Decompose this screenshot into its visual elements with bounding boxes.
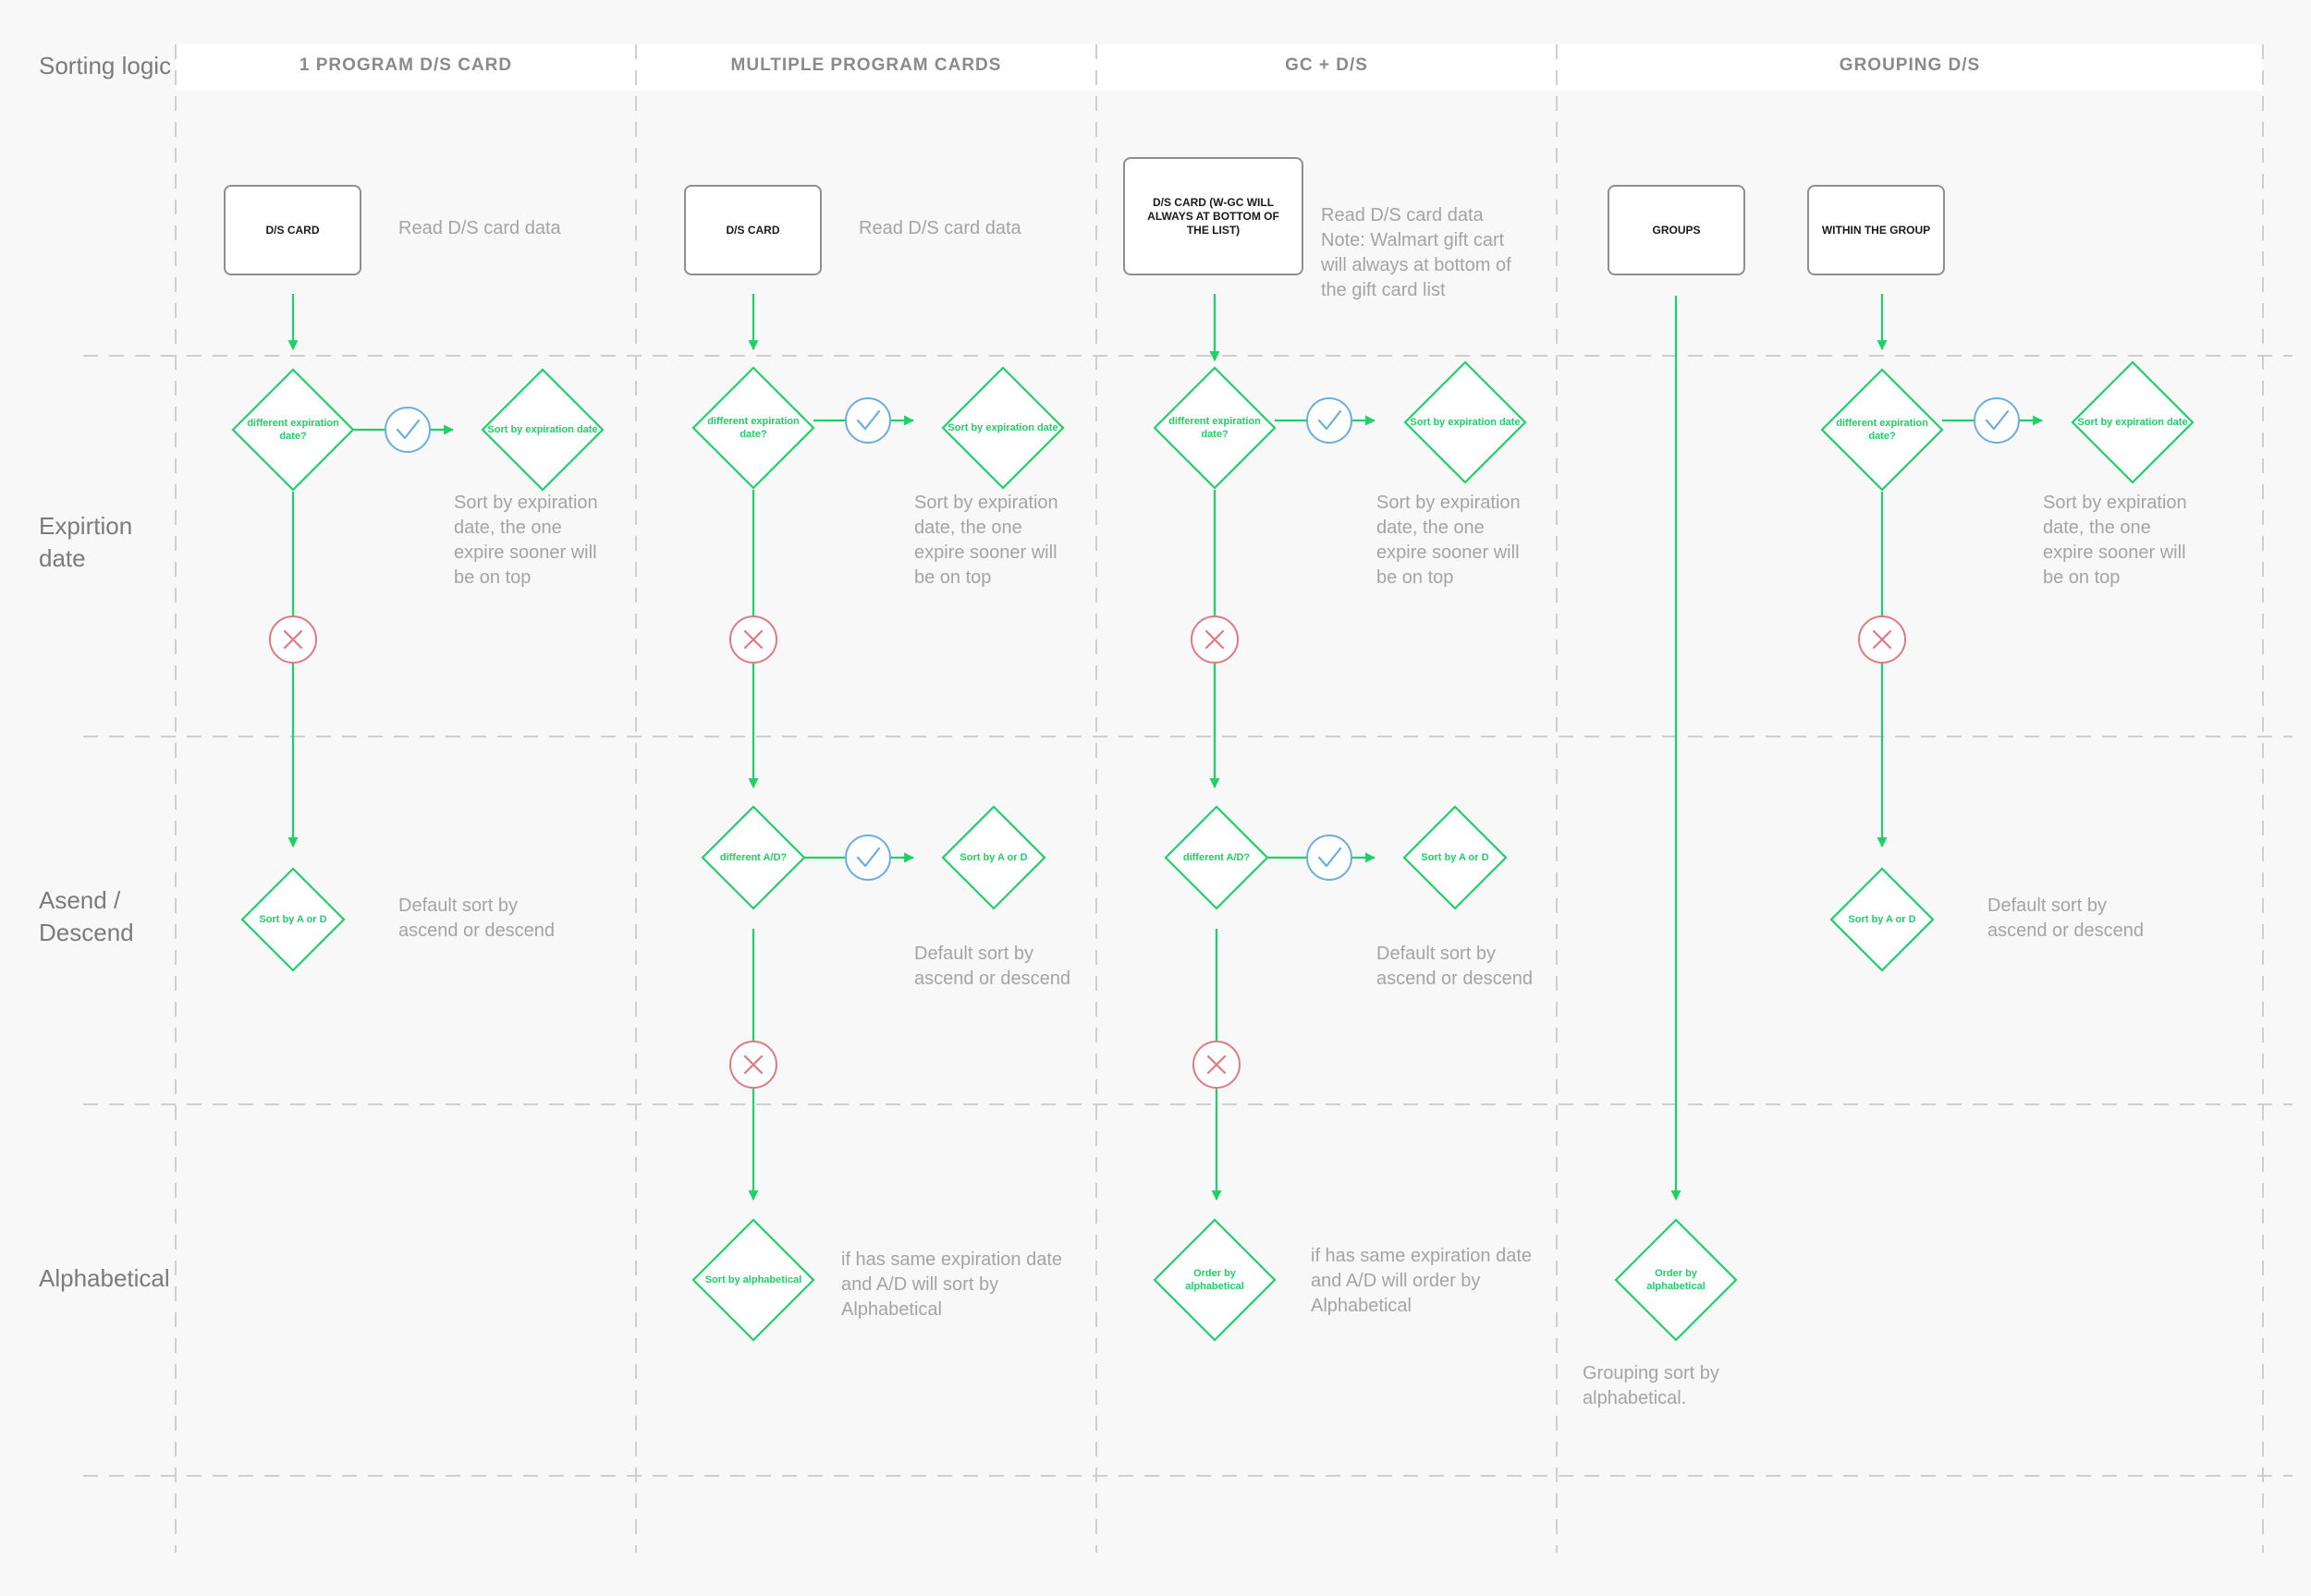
decision-label-different-ad: different A/D? [1182,852,1251,863]
decision-diamond [240,867,346,972]
row-label-expiration: Expirtion date [39,512,133,572]
decision-diamond [2071,360,2195,484]
note-default-sort: Default sort by ascend or descend [1987,895,2145,941]
decision-diamond [941,805,1046,910]
groups-box: GROUPS [1608,185,1745,275]
decision-diamond [941,366,1065,490]
decision-diamond [1403,360,1527,484]
row-label-alphabetical: Alphabetical [39,1264,170,1292]
check-icon [1306,835,1352,881]
decision-label-different-ad: different A/D? [719,852,788,863]
note-read-card: Read D/S card data [859,218,1021,238]
note-read-card: Read D/S card data [398,218,561,238]
note-expire-sooner: Sort by expiration date, the one expire … [454,493,598,588]
decision-diamond [691,366,815,490]
check-icon [845,835,891,881]
note-same-exp-sort: if has same expiration date and A/D will… [841,1249,1063,1320]
decision-label-sort-a-or-d: Sort by A or D [1421,852,1489,863]
cross-icon [269,615,317,664]
decision-label-sort-by-expiration: Sort by expiration date [2077,417,2188,428]
decision-label-different-expiration: different expiration date? [1836,418,1928,442]
cross-icon [1191,615,1239,664]
decision-diamond [1402,805,1508,910]
decision-diamond [481,368,605,492]
column-title-grouping: GROUPING D/S [1839,55,1981,75]
grid-lines [83,44,2293,1553]
decision-diamond [231,368,355,492]
cross-icon [1858,615,1906,664]
column-title-1-program: 1 PROGRAM D/S CARD [299,55,513,75]
note-same-exp-order: if has same expiration date and A/D will… [1311,1246,1533,1316]
decision-label-sort-a-or-d: Sort by A or D [960,852,1028,863]
note-grouping-sort: Grouping sort by alphabetical. [1583,1363,1719,1408]
decision-diamond [1164,805,1269,910]
decision-label-sort-by-expiration: Sort by expiration date [1410,417,1521,428]
row-label-ascend-descend: Asend / Descend [39,886,134,946]
ds-card-gc-box: D/S CARD (W-GC WILL ALWAYS AT BOTTOM OF … [1123,157,1303,275]
note-expire-sooner: Sort by expiration date, the one expire … [914,493,1058,588]
decision-label-order-by-alphabetical: Order by alphabetical [1646,1268,1706,1292]
check-icon [1974,397,2020,444]
decision-label-sort-by-expiration: Sort by expiration date [948,422,1058,433]
cross-icon [729,615,777,664]
note-default-sort: Default sort by ascend or descend [398,895,556,941]
check-icon [845,397,891,444]
cross-icon [729,1041,777,1089]
no-markers [269,615,1906,1089]
decision-label-different-expiration: different expiration date? [1168,416,1261,440]
decision-diamond [1614,1218,1738,1342]
within-group-box: WITHIN THE GROUP [1807,185,1945,275]
column-title-multiple-program: MULTIPLE PROGRAM CARDS [730,55,1002,75]
decision-diamond [1153,366,1277,490]
note-expire-sooner: Sort by expiration date, the one expire … [2043,493,2187,588]
note-default-sort: Default sort by ascend or descend [1376,944,1534,989]
decision-label-different-expiration: different expiration date? [707,416,800,440]
note-expire-sooner: Sort by expiration date, the one expire … [1376,493,1521,588]
decision-label-sort-by-alphabetical: Sort by alphabetical [704,1274,802,1285]
decision-diamonds [231,360,2195,1342]
decision-label-different-expiration: different expiration date? [247,418,339,442]
decision-diamond [1829,867,1935,972]
note-default-sort: Default sort by ascend or descend [914,944,1071,989]
cross-icon [1192,1041,1241,1089]
decision-diamond [1820,368,1944,492]
decision-label-sort-a-or-d: Sort by A or D [1848,914,1916,925]
decision-diamond [1153,1218,1277,1342]
yes-markers [385,397,2020,881]
decision-diamond [691,1218,815,1342]
decision-label-sort-by-expiration: Sort by expiration date [487,424,598,435]
decision-label-order-by-alphabetical: Order by alphabetical [1185,1268,1244,1292]
note-read-card-gc: Read D/S card data Note: Walmart gift ca… [1321,205,1511,300]
ds-card-box-col2: D/S CARD [684,185,822,275]
header-bar [176,44,2263,91]
check-icon [385,407,431,453]
decision-label-sort-a-or-d: Sort by A or D [259,914,327,925]
corner-label: Sorting logic [39,52,172,79]
ds-card-box-col1: D/S CARD [224,185,361,275]
check-icon [1306,397,1352,444]
column-title-gc-ds: GC + D/S [1285,55,1368,75]
decision-diamond [701,805,806,910]
